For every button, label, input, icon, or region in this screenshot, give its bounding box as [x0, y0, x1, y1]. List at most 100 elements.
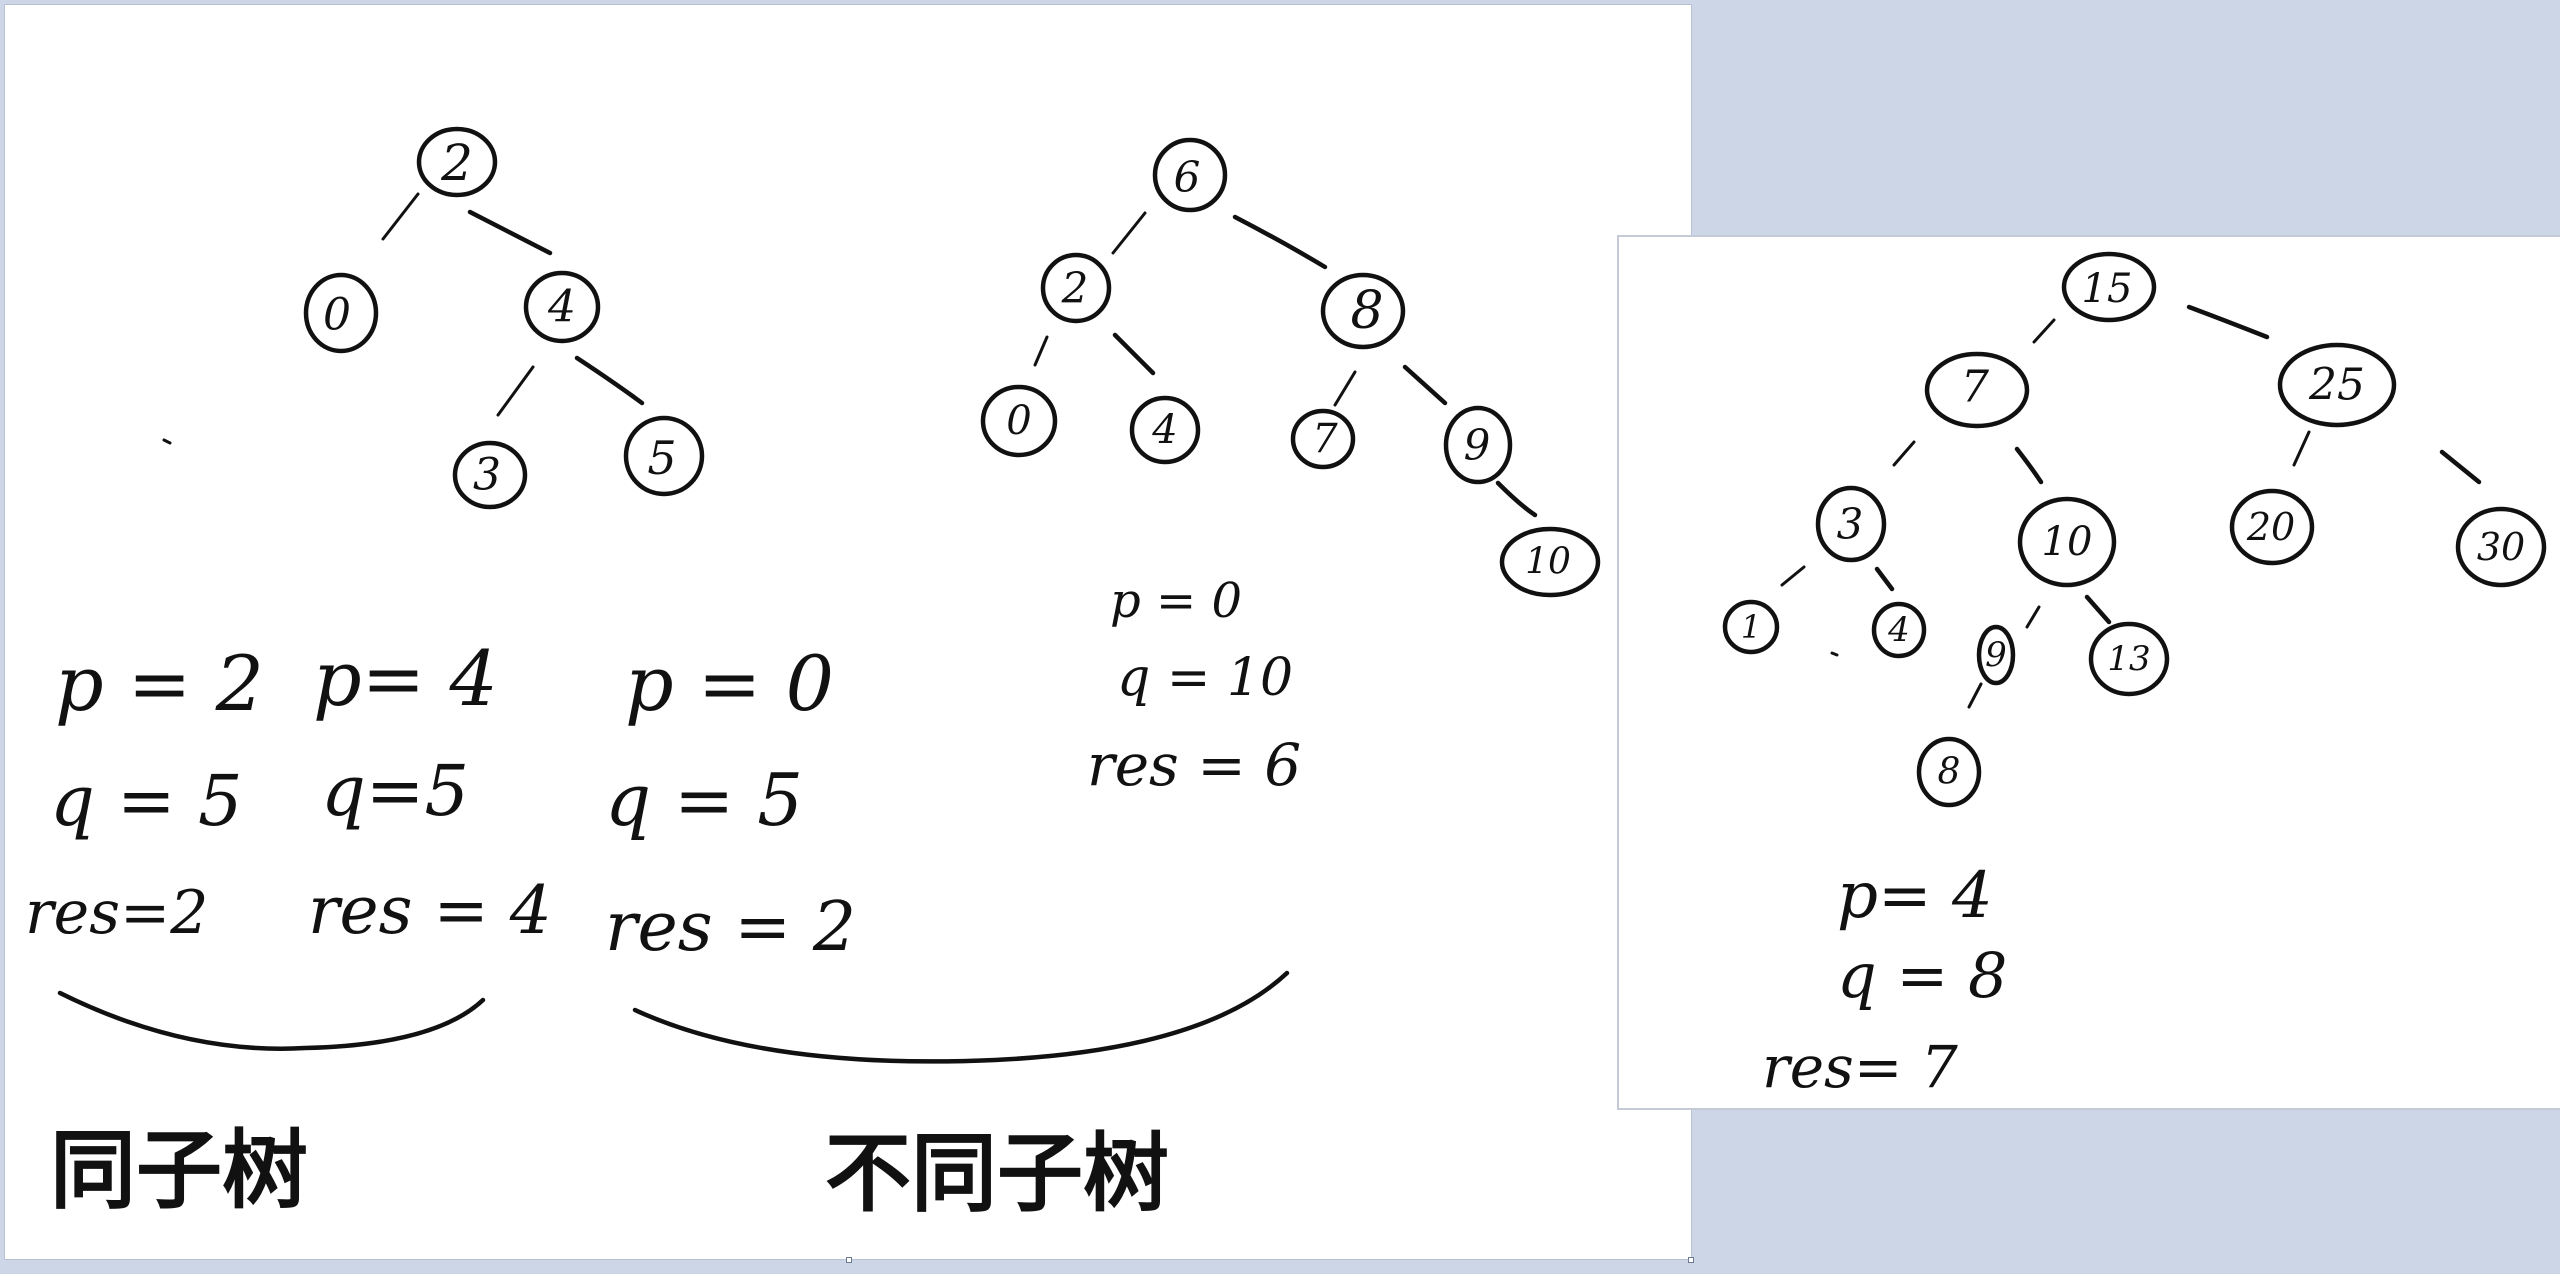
tree3-edge-3-4 [1874, 566, 1895, 592]
tree2-edge-9-10 [1495, 480, 1538, 518]
example-5-res: res= 7 [1762, 1033, 1958, 1101]
tree1-edge-2-4 [467, 209, 553, 256]
tree3-edge-7-10 [2014, 446, 2044, 485]
tree1-node-2-label: 2 [440, 134, 473, 192]
tree3-edge-25-20 [2292, 430, 2311, 467]
stray-mark [162, 438, 172, 445]
tree3-node-1: 1 [1722, 599, 1780, 655]
tree2-node-6: 6 [1152, 137, 1228, 213]
tree3-nodes: 15 7 25 3 10 20 [1722, 251, 2547, 808]
tree2-node-0: 0 [980, 384, 1058, 458]
tree3-node-4: 4 [1871, 601, 1927, 659]
tree2-edge-6-2 [1111, 211, 1147, 255]
tree3-edge-10-9 [2025, 605, 2041, 629]
tree1-node-5-label: 5 [647, 431, 676, 485]
tree2-node-9: 9 [1443, 405, 1513, 485]
tree2-node-9-label: 9 [1464, 421, 1491, 470]
tree2-edge-6-8 [1232, 214, 1328, 270]
tree1-node-3-label: 3 [473, 450, 501, 501]
tree1-node-5: 5 [623, 415, 705, 497]
tree2-nodes: 6 2 8 0 4 7 9 [980, 137, 1601, 598]
tree3-edge-15-25 [2186, 304, 2270, 340]
tree1-edges [162, 192, 645, 445]
tree2-edge-8-9 [1402, 364, 1448, 406]
tree2-edge-2-0 [1033, 335, 1049, 367]
tree1-node-0: 0 [303, 272, 379, 354]
tree2-node-6-label: 6 [1174, 153, 1201, 202]
tree3-node-15-label: 15 [2082, 266, 2133, 312]
brace-same-subtree [57, 990, 486, 1051]
example-5-p: p= 4 [1837, 859, 1993, 933]
caption-same-subtree: 同子树 [50, 1121, 308, 1221]
tree2-edges [1033, 211, 1538, 518]
tree2-edge-8-7 [1333, 370, 1357, 407]
tree3-node-30: 30 [2455, 506, 2547, 588]
tree3-node-30-label: 30 [2477, 525, 2525, 569]
tree1-node-3: 3 [452, 440, 528, 510]
example-4: p = 0 q = 10 res = 6 [1087, 573, 1301, 799]
tree3-node-9: 9 [1976, 624, 2016, 686]
tree3-node-4-label: 4 [1887, 610, 1910, 650]
example-1-p: p = 2 [55, 639, 264, 728]
example-3-res: res = 2 [605, 888, 856, 967]
tree3-edge-3-1 [1780, 565, 1806, 587]
tree3-node-13: 13 [2088, 621, 2170, 697]
example-2-p: p= 4 [313, 634, 498, 723]
example-1-res: res=2 [25, 878, 208, 948]
tree3-edge-9-8 [1967, 682, 1983, 709]
tree2-node-4-label: 4 [1151, 407, 1177, 453]
tree3-node-7: 7 [1924, 351, 2030, 429]
tree3-node-13-label: 13 [2107, 639, 2150, 679]
example-3-q: q = 5 [605, 758, 803, 842]
tree1-nodes: 2 0 4 3 5 [303, 126, 705, 510]
example-5-q: q = 8 [1837, 939, 2008, 1012]
tree1-edge-4-3 [496, 365, 535, 417]
tree1-edge-4-5 [574, 355, 645, 406]
example-4-p: p = 0 [1110, 573, 1242, 629]
snippet-overlay[interactable]: 15 7 25 3 10 20 [1617, 235, 2560, 1110]
tree3-edge-25-30 [2439, 449, 2482, 485]
drawing-canvas[interactable]: 2 0 4 3 5 [5, 5, 1691, 1259]
tree2-node-2-label: 2 [1061, 264, 1089, 313]
tree3-node-8-label: 8 [1938, 752, 1961, 793]
snippet-drawing: 15 7 25 3 10 20 [1722, 251, 2547, 1101]
tree1-edge-2-0 [381, 192, 420, 241]
resize-handle-bottom-center[interactable] [846, 1257, 852, 1263]
tree3-node-10-label: 10 [2042, 519, 2093, 565]
tree3-node-25: 25 [2277, 342, 2397, 428]
tree2-node-4: 4 [1129, 395, 1201, 465]
example-3-p: p = 0 [625, 639, 834, 728]
tree3-node-10: 10 [2017, 496, 2117, 588]
caption-different-subtree: 不同子树 [825, 1124, 1169, 1224]
tree1-node-0-label: 0 [323, 290, 351, 341]
tree2-node-8-label: 8 [1350, 281, 1383, 341]
tree3-node-8: 8 [1916, 736, 1982, 808]
example-2: p= 4 q=5 res = 4 [308, 634, 552, 949]
tree2-node-7: 7 [1290, 408, 1356, 470]
example-1-q: q = 5 [50, 760, 243, 842]
tree3-edge-7-3 [1892, 440, 1916, 467]
example-5: p= 4 q = 8 res= 7 [1762, 859, 2008, 1101]
example-2-res: res = 4 [308, 872, 552, 949]
tree3-node-25-label: 25 [2308, 360, 2365, 411]
tree2-node-10: 10 [1499, 526, 1601, 598]
tree3-node-1-label: 1 [1741, 608, 1761, 646]
tree2-node-10-label: 10 [1525, 542, 1571, 583]
stray-dot [1830, 651, 1839, 657]
example-3: p = 0 q = 5 res = 2 [605, 639, 856, 967]
tree3-edges [1780, 304, 2482, 709]
tree2-node-7-label: 7 [1312, 416, 1338, 462]
tree2-node-2: 2 [1040, 252, 1112, 324]
tree2-node-8: 8 [1320, 272, 1406, 350]
canvas-drawing: 2 0 4 3 5 [25, 126, 1601, 1224]
tree1-node-4-label: 4 [547, 282, 576, 333]
tree3-node-20: 20 [2229, 488, 2315, 566]
tree3-node-9-label: 9 [1985, 635, 2007, 675]
example-4-q: q = 10 [1117, 648, 1293, 708]
example-4-res: res = 6 [1087, 731, 1301, 799]
tree3-edge-15-7 [2032, 318, 2056, 344]
tree3-node-20-label: 20 [2246, 505, 2295, 549]
resize-handle-bottom-right[interactable] [1688, 1257, 1694, 1263]
tree3-edge-10-13 [2084, 594, 2112, 625]
tree2-edge-2-4 [1112, 332, 1156, 376]
